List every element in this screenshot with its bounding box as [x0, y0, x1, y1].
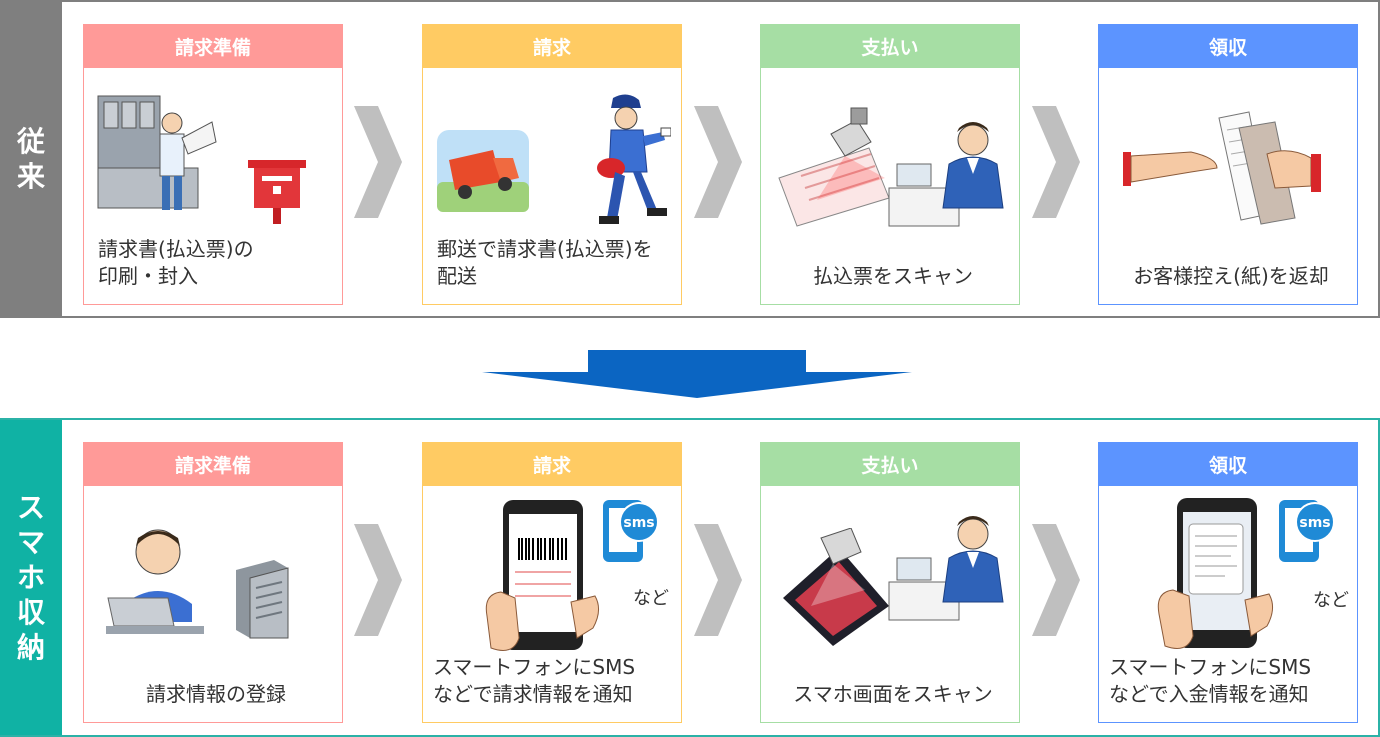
conventional-flow: 従 来 請求準備	[0, 0, 1380, 318]
svg-text:sms: sms	[623, 515, 654, 531]
smartphone-message-icon	[1157, 498, 1273, 649]
smartphone-step-receipt: 領収 sms など スマートフォンにSMS などで入金情報を通知	[1098, 442, 1358, 723]
step-description: 郵送で請求書(払込票)を 配送	[437, 237, 653, 288]
step-header: 請求	[422, 24, 682, 68]
mail-enclosing-machine-icon	[97, 95, 217, 210]
step-description: スマートフォンにSMS などで入金情報を通知	[1109, 655, 1312, 706]
postbox-icon	[248, 160, 306, 224]
chevron-right-icon	[694, 524, 742, 636]
step-header: 支払い	[760, 442, 1020, 486]
sms-bubble-icon: sms	[603, 500, 659, 562]
chevron-right-icon	[354, 524, 402, 636]
conventional-steps: 請求準備	[62, 2, 1378, 316]
chevron-right-icon	[1032, 524, 1080, 636]
note-label: など	[1313, 590, 1349, 611]
cashier-icon	[888, 516, 1004, 621]
conventional-step-prepare: 請求準備	[83, 24, 343, 305]
barcode-scanner-icon	[778, 107, 890, 227]
conventional-step-pay: 支払い 払込票をスキャン	[760, 24, 1020, 305]
postman-icon	[597, 94, 671, 224]
office-worker-pc-icon	[106, 529, 204, 634]
delivery-truck-icon	[437, 130, 529, 212]
step-header: 領収	[1098, 24, 1358, 68]
chevron-right-icon	[1032, 106, 1080, 218]
note-label: など	[633, 588, 669, 609]
step-description: スマホ画面をスキャン	[793, 682, 993, 706]
step-description: お客様控え(紙)を返却	[1133, 264, 1329, 288]
svg-text:sms: sms	[1299, 515, 1330, 531]
step-header: 請求準備	[83, 24, 343, 68]
step-description: スマートフォンにSMS などで請求情報を通知	[433, 655, 636, 706]
step-header: 支払い	[760, 24, 1020, 68]
step-header: 請求	[422, 442, 682, 486]
phone-scanner-icon	[783, 528, 889, 646]
chevron-right-icon	[694, 106, 742, 218]
conventional-step-bill: 請求	[422, 24, 682, 305]
conventional-step-receipt: 領収 お客様控え(紙)を返却	[1098, 24, 1358, 305]
step-description: 請求書(払込票)の 印刷・封入	[98, 237, 254, 288]
step-header: 請求準備	[83, 442, 343, 486]
smartphone-step-bill: 請求 sms など スマートフォンにSMS	[422, 442, 682, 723]
smartphone-barcode-icon	[485, 500, 599, 651]
step-header: 領収	[1098, 442, 1358, 486]
step-description: 払込票をスキャン	[813, 264, 973, 288]
smartphone-label: ス マ ホ 収 納	[0, 420, 62, 735]
smartphone-step-pay: 支払い スマホ画面をスキャン	[760, 442, 1020, 723]
smartphone-steps: 請求準備 請求情報の登録 請求	[62, 420, 1378, 735]
server-icon	[236, 560, 289, 639]
hand-receipt-icon	[1123, 111, 1321, 225]
cashier-icon	[888, 122, 1004, 227]
smartphone-step-prepare: 請求準備 請求情報の登録	[83, 442, 343, 723]
down-arrow-icon	[482, 350, 912, 398]
conventional-label: 従 来	[0, 2, 62, 316]
step-description: 請求情報の登録	[146, 682, 286, 706]
chevron-right-icon	[354, 106, 402, 218]
smartphone-flow: ス マ ホ 収 納 請求準備 請求情報の登録	[0, 418, 1380, 737]
sms-bubble-icon: sms	[1279, 500, 1335, 562]
